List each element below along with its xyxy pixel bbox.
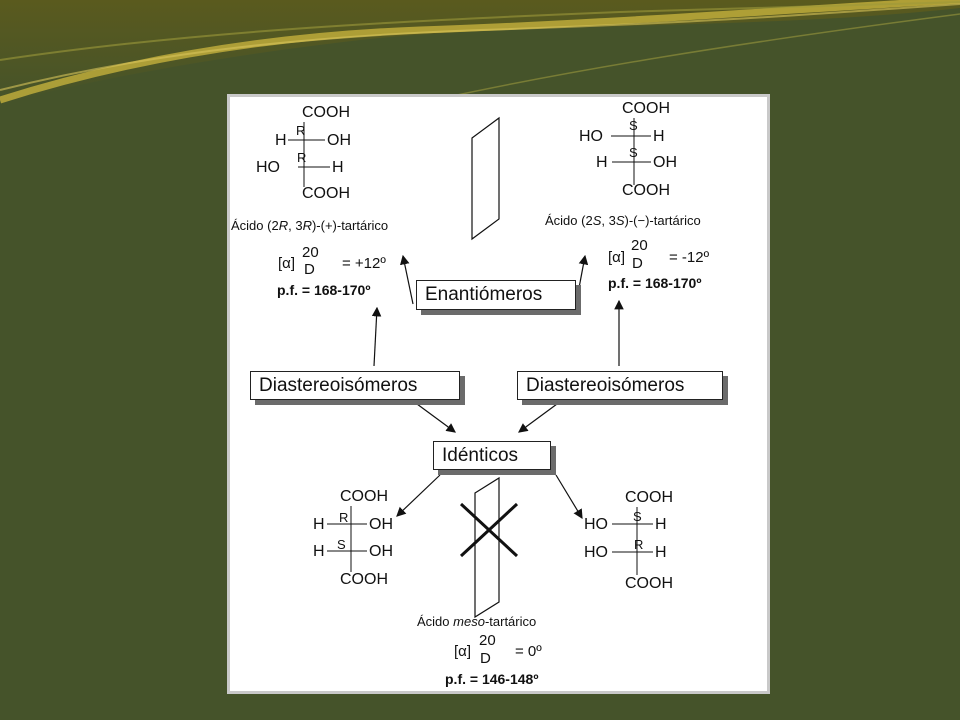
rotation-value: = -12º — [669, 249, 710, 266]
rotation-symbol: [α] — [278, 255, 295, 272]
cooh-bottom: COOH — [340, 571, 388, 588]
config-1: R — [339, 510, 348, 525]
name-meso: Ácido meso-tartárico — [417, 614, 536, 629]
arrow-diastereo-left-up — [371, 306, 382, 367]
cross-line-2 — [459, 502, 519, 558]
rotation-sub: D — [304, 261, 315, 278]
diagram-panel: COOH R R H OH HO H COOH Ácido (2R, 3R)-(… — [227, 94, 770, 694]
name-2R3R: Ácido (2R, 3R)-(+)-tartárico — [231, 218, 388, 233]
molecule-2S3S: COOH S S HO H H OH COOH — [579, 100, 677, 199]
rotation-2R3R: [α] 20 D = +12º — [278, 244, 386, 278]
config-2: R — [297, 150, 306, 165]
rotation-sub: D — [632, 255, 643, 272]
rotation-symbol: [α] — [608, 249, 625, 266]
arrow-diastereo-left-down — [416, 403, 456, 433]
arrow-identical-right — [555, 474, 583, 520]
mp-2S3S: p.f. = 168-170º — [608, 275, 701, 291]
row2-left: HO — [584, 544, 608, 561]
config-2: R — [634, 537, 643, 552]
wave-band — [0, 0, 960, 104]
row1-right: H — [655, 516, 667, 533]
cooh-top: COOH — [340, 488, 388, 505]
molecule-2R3R: COOH R R H OH HO H COOH — [256, 104, 351, 202]
config-1: S — [629, 118, 638, 133]
row2-left: H — [596, 154, 608, 171]
row1-left: HO — [579, 128, 603, 145]
identical-box: Idénticos — [433, 441, 551, 470]
name-2S3S: Ácido (2S, 3S)-(−)-tartárico — [545, 213, 701, 228]
row2-right: OH — [653, 154, 677, 171]
cooh-top: COOH — [622, 100, 670, 117]
row1-right: OH — [327, 132, 351, 149]
rotation-sup: 20 — [631, 237, 648, 254]
arrow-identical-left — [396, 474, 441, 517]
row1-right: OH — [369, 516, 393, 533]
mp-meso: p.f. = 146-148º — [445, 671, 538, 687]
molecule-meso-left: COOH R S H OH H OH COOH — [313, 488, 393, 588]
cooh-bottom: COOH — [622, 182, 670, 199]
rotation-sub: D — [480, 650, 491, 667]
rotation-value: = +12º — [342, 255, 386, 272]
rotation-sup: 20 — [479, 632, 496, 649]
row2-left: HO — [256, 159, 280, 176]
arrow-enantio-left — [400, 254, 414, 305]
molecule-meso-right: COOH S R HO H HO H COOH — [584, 489, 673, 592]
mp-2R3R: p.f. = 168-170º — [277, 282, 370, 298]
arrow-diastereo-right-down — [518, 403, 558, 433]
rotation-value: = 0º — [515, 643, 542, 660]
row2-right: H — [655, 544, 667, 561]
rotation-meso: [α] 20 D = 0º — [454, 632, 542, 667]
row1-left: H — [313, 516, 325, 533]
arrows — [371, 254, 624, 520]
cooh-top: COOH — [302, 104, 350, 121]
rotation-symbol: [α] — [454, 643, 471, 660]
mirror-plane — [471, 116, 500, 241]
wave-line — [0, 1, 960, 61]
row2-right: OH — [369, 543, 393, 560]
diastereoisomers-box-right: Diastereoisómeros — [517, 371, 723, 400]
row2-right: H — [332, 159, 344, 176]
cooh-top: COOH — [625, 489, 673, 506]
rotation-sup: 20 — [302, 244, 319, 261]
config-2: S — [629, 145, 638, 160]
config-1: R — [296, 123, 305, 138]
mirror-plane-meso — [474, 476, 500, 619]
row1-right: H — [653, 128, 665, 145]
row1-left: HO — [584, 516, 608, 533]
wave-highlight-2 — [0, 3, 960, 91]
crossed-mirror-plane — [459, 476, 519, 619]
row1-left: H — [275, 132, 287, 149]
wave-highlight — [0, 0, 960, 104]
rotation-2S3S: [α] 20 D = -12º — [608, 237, 710, 272]
arrow-enantio-right — [575, 254, 589, 305]
cooh-bottom: COOH — [625, 575, 673, 592]
diastereoisomers-box-left: Diastereoisómeros — [250, 371, 460, 400]
config-1: S — [633, 509, 642, 524]
cooh-bottom: COOH — [302, 185, 350, 202]
config-2: S — [337, 537, 346, 552]
row2-left: H — [313, 543, 325, 560]
enantiomers-box: Enantiómeros — [416, 280, 576, 310]
